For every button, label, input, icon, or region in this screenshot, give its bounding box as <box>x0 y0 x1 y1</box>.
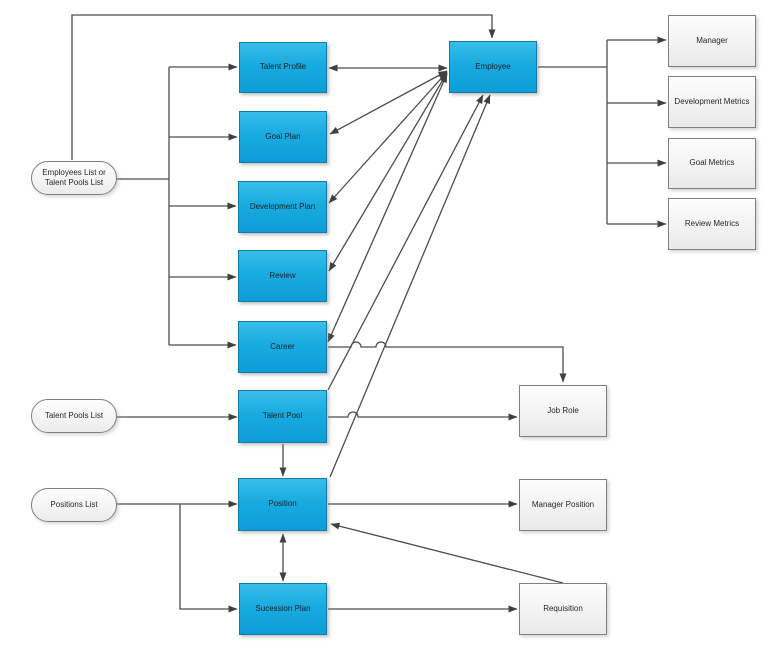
edge-employee-career <box>327 73 448 343</box>
edge-employees-list-branch-trunk <box>116 67 170 345</box>
edge-employee-development-plan <box>328 71 448 204</box>
node-development-metrics: Development Metrics <box>668 76 756 128</box>
node-review: Review <box>238 250 327 302</box>
node-goal-metrics: Goal Metrics <box>668 138 756 189</box>
edge-position-to-employee <box>329 94 491 478</box>
node-position: Position <box>238 478 327 531</box>
edge-positions-list-to-sucession-plan <box>179 504 238 613</box>
node-talent-pools-list: Talent Pools List <box>31 399 117 433</box>
edge-employees-list-to-employee <box>71 14 496 160</box>
node-sucession-plan: Sucession Plan <box>239 583 327 635</box>
node-positions-list: Positions List <box>31 488 117 522</box>
node-development-plan: Development Plan <box>238 181 327 233</box>
edge-talent-pool-to-job-role <box>328 411 518 421</box>
node-goal-plan: Goal Plan <box>239 111 327 163</box>
node-manager-position: Manager Position <box>519 479 607 531</box>
node-review-metrics: Review Metrics <box>668 198 756 250</box>
node-employee: Employee <box>449 41 537 93</box>
edge-career-to-job-role <box>328 341 567 383</box>
node-talent-pool: Talent Pool <box>238 390 327 443</box>
node-career: Career <box>238 321 327 373</box>
node-employees-list: Employees List or Talent Pools List <box>31 161 117 195</box>
node-talent-profile: Talent Profile <box>239 42 327 93</box>
edge-talent-pool-to-employee <box>327 94 484 391</box>
node-job-role: Job Role <box>519 385 607 437</box>
edge-requisition-to-position <box>330 522 564 584</box>
node-manager: Manager <box>668 15 756 67</box>
edge-employee-metrics-trunk <box>538 40 608 224</box>
node-requisition: Requisition <box>519 583 607 635</box>
